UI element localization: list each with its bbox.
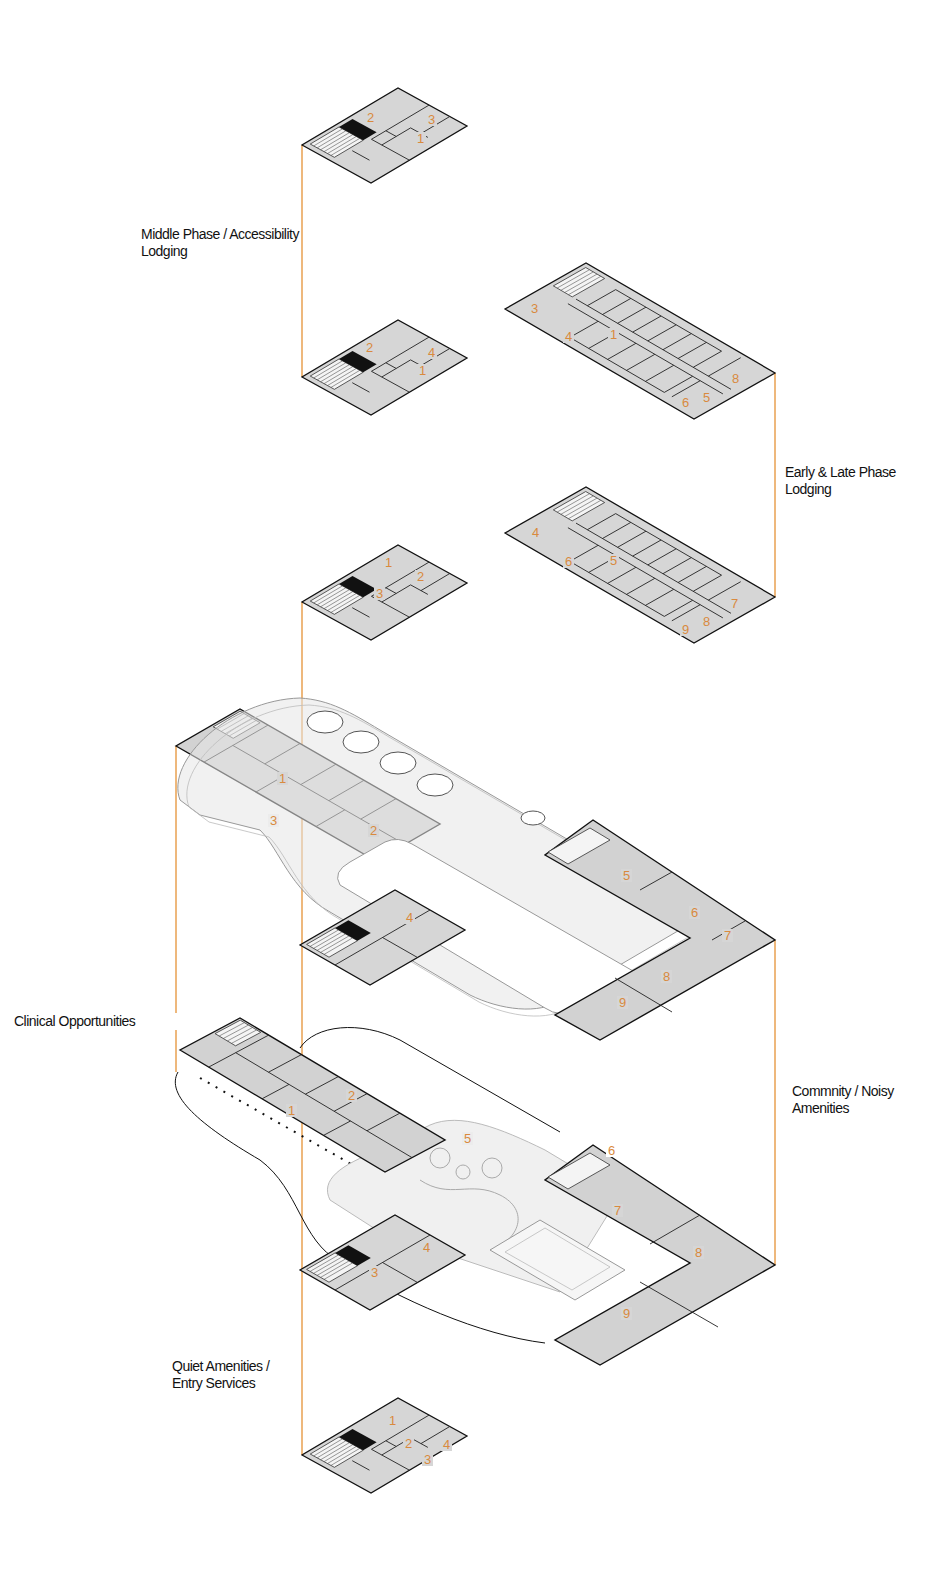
floor-plan bbox=[302, 320, 467, 415]
callout-number: 2 bbox=[368, 824, 379, 837]
callout-number: 3 bbox=[529, 302, 540, 315]
callout-number: 2 bbox=[403, 1437, 414, 1450]
callout-number: 6 bbox=[606, 1144, 617, 1157]
callout-number: 1 bbox=[608, 328, 619, 341]
section-title: Middle Phase / Accessibility Lodging bbox=[141, 226, 301, 260]
callout-number: 7 bbox=[722, 929, 733, 942]
callout-number: 4 bbox=[421, 1241, 432, 1254]
callout-number: 3 bbox=[268, 814, 279, 827]
callout-number: 8 bbox=[701, 615, 712, 628]
callout-number: 4 bbox=[426, 346, 437, 359]
callout-number: 8 bbox=[661, 970, 672, 983]
callout-number: 5 bbox=[621, 869, 632, 882]
callout-number: 3 bbox=[374, 587, 385, 600]
section-title: Quiet Amenities / Entry Services bbox=[172, 1358, 298, 1392]
callout-number: 1 bbox=[383, 556, 394, 569]
callout-number: 2 bbox=[346, 1089, 357, 1102]
callout-number: 8 bbox=[730, 372, 741, 385]
callout-number: 4 bbox=[530, 526, 541, 539]
callout-number: 3 bbox=[422, 1453, 433, 1466]
callout-number: 1 bbox=[286, 1104, 297, 1117]
floor-plan bbox=[302, 1398, 467, 1493]
section-leader bbox=[176, 145, 775, 1455]
callout-number: 9 bbox=[680, 623, 691, 636]
callout-number: 7 bbox=[612, 1204, 623, 1217]
callout-number: 6 bbox=[680, 396, 691, 409]
section-title: Commnity / Noisy Amenities bbox=[792, 1083, 927, 1117]
callout-number: 1 bbox=[277, 772, 288, 785]
callout-number: 5 bbox=[608, 554, 619, 567]
section-title: Clinical Opportunities bbox=[14, 1013, 184, 1030]
callout-number: 1 bbox=[387, 1414, 398, 1427]
callout-number: 5 bbox=[462, 1132, 473, 1145]
callout-number: 1 bbox=[415, 132, 426, 145]
callout-number: 5 bbox=[701, 391, 712, 404]
callout-number: 8 bbox=[693, 1246, 704, 1259]
community-level bbox=[175, 1018, 775, 1365]
callout-number: 2 bbox=[415, 570, 426, 583]
callout-number: 7 bbox=[729, 597, 740, 610]
callout-number: 9 bbox=[621, 1307, 632, 1320]
callout-number: 4 bbox=[404, 911, 415, 924]
floor-plan bbox=[302, 88, 467, 183]
callout-number: 4 bbox=[441, 1438, 452, 1451]
floor-plan bbox=[505, 487, 775, 643]
callout-number: 9 bbox=[617, 996, 628, 1009]
callout-number: 3 bbox=[426, 113, 437, 126]
callout-number: 6 bbox=[563, 555, 574, 568]
callout-number: 1 bbox=[417, 364, 428, 377]
callout-number: 6 bbox=[689, 906, 700, 919]
callout-number: 2 bbox=[364, 341, 375, 354]
floor-plan bbox=[505, 263, 775, 419]
section-title: Early & Late Phase Lodging bbox=[785, 464, 925, 498]
floor-plan bbox=[302, 545, 467, 640]
callout-number: 4 bbox=[563, 330, 574, 343]
clinical-level bbox=[176, 698, 775, 1040]
callout-number: 3 bbox=[369, 1266, 380, 1279]
callout-number: 2 bbox=[365, 111, 376, 124]
